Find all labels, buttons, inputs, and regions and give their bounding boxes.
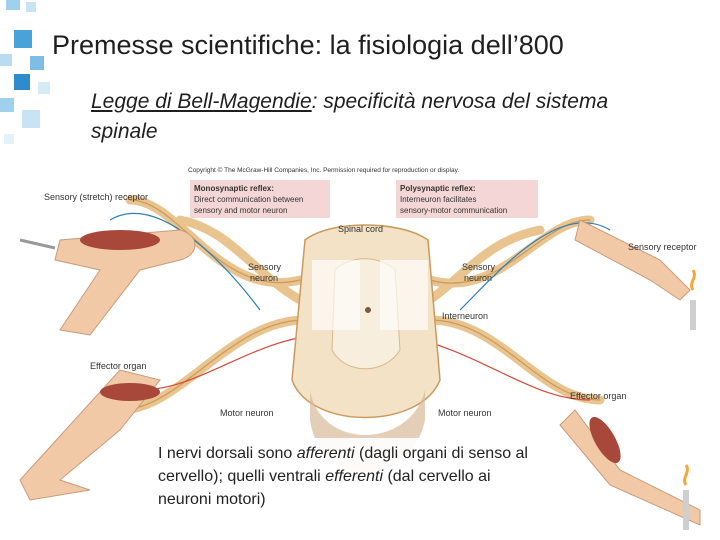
mono-desc-1: Direct communication between [194,195,303,204]
label-motor-neuron-left: Motor neuron [220,408,274,418]
caption-efferent: efferenti [325,468,383,485]
slide-subtitle: Legge di Bell-Magendie: specificità nerv… [91,87,651,147]
mono-box [190,180,330,218]
arm-illustration-bottom [559,409,701,530]
caption-text: I nervi dorsali sono afferenti (dagli or… [150,438,550,518]
label-effector-organ-right: Effector organ [570,391,626,401]
leg-illustration-bottom [19,369,161,501]
caption-part-1: I nervi dorsali sono [158,445,297,462]
label-spinal-cord: Spinal cord [338,224,383,234]
label-sensory-neuron-right: Sensory [462,262,496,272]
law-description: : specificità nervosa del sistema spinal… [91,90,609,143]
copyright-text: Copyright © The McGraw-Hill Companies, I… [188,166,459,174]
mono-desc-2: sensory and motor neuron [194,206,287,215]
poly-desc-1: Interneuron facilitates [400,195,477,204]
label-interneuron: Interneuron [442,311,488,321]
leg-illustration-top [19,229,196,336]
law-name: Legge di Bell-Magendie [91,90,312,113]
mono-title: Monosynaptic reflex: [194,184,274,193]
caption-part-3: (dal cervello ai neuroni motori) [158,468,491,508]
label-motor-neuron-right: Motor neuron [438,408,492,418]
label-neuron-left: neuron [250,273,278,283]
spinal-cord-section [291,224,441,473]
arm-illustration-top [574,219,696,330]
caption-part-2: (dagli organi di senso al cervello); que… [158,445,528,485]
label-neuron-right: neuron [464,273,492,283]
label-sensory-neuron-left: Sensory [248,262,282,272]
caption-afferent: afferenti [296,445,355,462]
decorative-squares [0,0,50,144]
poly-box [396,180,538,218]
nerve-fibers [109,199,611,411]
label-sensory-receptor: Sensory receptor [628,242,697,252]
poly-title: Polysynaptic reflex: [400,184,476,193]
label-effector-organ-left: Effector organ [90,361,146,371]
slide-title: Premesse scientifiche: la fisiologia del… [52,30,564,60]
poly-desc-2: sensory-motor communication [400,206,507,215]
label-sensory-stretch-receptor: Sensory (stretch) receptor [44,192,148,202]
